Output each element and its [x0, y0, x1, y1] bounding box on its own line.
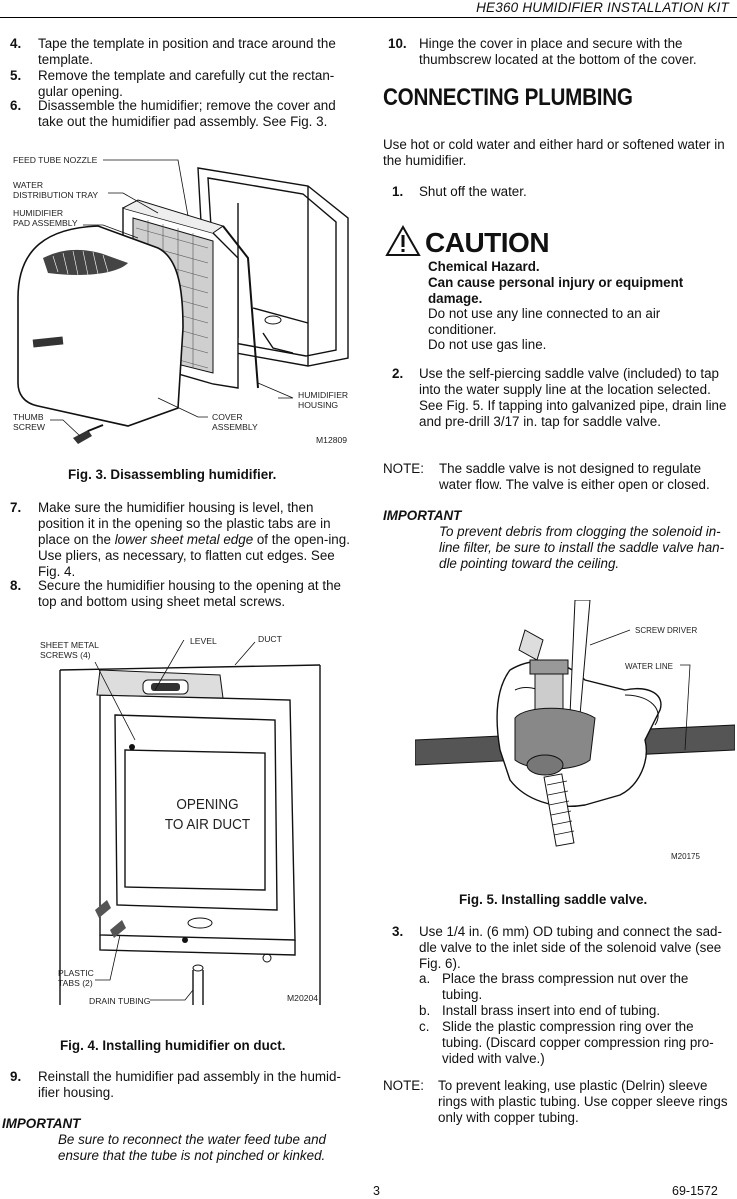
- note-text: To prevent leaking, use plastic (Delrin)…: [438, 1078, 728, 1125]
- label-thumb-screw: THUMB SCREW: [13, 412, 45, 432]
- step-number: 10.: [388, 36, 407, 51]
- document-header-title: HE360 HUMIDIFIER INSTALLATION KIT: [476, 0, 729, 15]
- caution-hazard: Chemical Hazard.: [428, 259, 540, 274]
- section-intro: Use hot or cold water and either hard or…: [383, 137, 725, 168]
- important-title: IMPORTANT: [383, 508, 462, 523]
- note-label: NOTE:: [383, 1078, 424, 1093]
- step-number: 6.: [10, 98, 22, 113]
- housing-on-duct-illustration: [59, 640, 321, 1005]
- figure-code: M20175: [671, 852, 700, 861]
- substep-text: Place the brass compression nut over the…: [442, 971, 689, 1002]
- label-water-distribution-tray: WATER DISTRIBUTION TRAY: [13, 180, 99, 200]
- label-plastic-tabs: PLASTIC TABS (2): [58, 968, 94, 988]
- page-number: 3: [373, 1184, 380, 1198]
- step-text: Make sure the humidifier housing is leve…: [38, 500, 350, 579]
- step-number: 9.: [10, 1069, 22, 1084]
- note-text: The saddle valve is not designed to regu…: [439, 461, 710, 492]
- step-text: Hinge the cover in place and secure with…: [419, 36, 697, 67]
- figure-code: M12809: [316, 435, 348, 445]
- label-drain-tubing: DRAIN TUBING: [89, 996, 151, 1006]
- header-rule: [0, 17, 737, 18]
- figure-5-caption: Fig. 5. Installing saddle valve.: [459, 892, 648, 907]
- substep-text: Slide the plastic compression ring over …: [442, 1019, 714, 1066]
- important-title: IMPORTANT: [2, 1116, 81, 1131]
- step-number: 7.: [10, 500, 22, 515]
- substep-letter: b.: [419, 1003, 431, 1018]
- step-text: Tape the template in position and trace …: [38, 36, 336, 67]
- step-text: Secure the humidifier housing to the ope…: [38, 578, 341, 609]
- humidifier-disassembly-illustration: [17, 159, 349, 444]
- label-humidifier-pad-assembly: HUMIDIFIER PAD ASSEMBLY: [13, 208, 78, 228]
- step-number: 3.: [392, 924, 404, 939]
- step-number: 1.: [392, 184, 404, 199]
- step-number: 2.: [392, 366, 404, 381]
- label-cover-assembly: COVER ASSEMBLY: [212, 412, 258, 432]
- figure-4-caption: Fig. 4. Installing humidifier on duct.: [60, 1038, 286, 1053]
- step-number: 4.: [10, 36, 22, 51]
- step-text: Remove the template and carefully cut th…: [38, 68, 335, 99]
- document-number: 69-1572: [672, 1184, 718, 1198]
- step-text: Use 1/4 in. (6 mm) OD tubing and connect…: [419, 924, 722, 971]
- important-body: Be sure to reconnect the water feed tube…: [58, 1132, 326, 1163]
- step-text: Disassemble the humidifier; remove the c…: [38, 98, 336, 129]
- figure-3-caption: Fig. 3. Disassembling humidifier.: [68, 467, 277, 482]
- label-screw-driver: SCREW DRIVER: [635, 626, 698, 635]
- note-label: NOTE:: [383, 461, 424, 476]
- caution-instruction: Do not use any line connected to an air …: [428, 306, 661, 337]
- section-heading: CONNECTING PLUMBING: [383, 84, 633, 111]
- label-sheet-metal-screws: SHEET METAL SCREWS (4): [40, 640, 99, 660]
- substep-text: Install brass insert into end of tubing.: [442, 1003, 661, 1018]
- step-number: 5.: [10, 68, 22, 83]
- warning-triangle-icon: [385, 225, 421, 256]
- figure-code: M20204: [287, 993, 319, 1003]
- label-level: LEVEL: [190, 636, 217, 646]
- substep-letter: c.: [419, 1019, 430, 1034]
- label-opening-to-air-duct: OPENING TO AIR DUCT: [164, 796, 251, 833]
- step-text: Reinstall the humidifier pad assembly in…: [38, 1069, 341, 1100]
- substep-letter: a.: [419, 971, 431, 986]
- label-duct: DUCT: [258, 634, 282, 644]
- step-text: Use the self-piercing saddle valve (incl…: [419, 366, 727, 429]
- label-feed-tube-nozzle: FEED TUBE NOZZLE: [13, 155, 98, 165]
- caution-consequence: Can cause personal injury or equipment d…: [428, 275, 684, 306]
- saddle-valve-illustration: [415, 600, 735, 847]
- important-body: To prevent debris from clogging the sole…: [439, 524, 725, 571]
- step-text: Shut off the water.: [419, 184, 527, 199]
- caution-instruction: Do not use gas line.: [428, 337, 547, 352]
- label-humidifier-housing: HUMIDIFIER HOUSING: [298, 390, 349, 410]
- caution-title: CAUTION: [425, 227, 550, 258]
- label-water-line: WATER LINE: [625, 662, 674, 671]
- step-number: 8.: [10, 578, 22, 593]
